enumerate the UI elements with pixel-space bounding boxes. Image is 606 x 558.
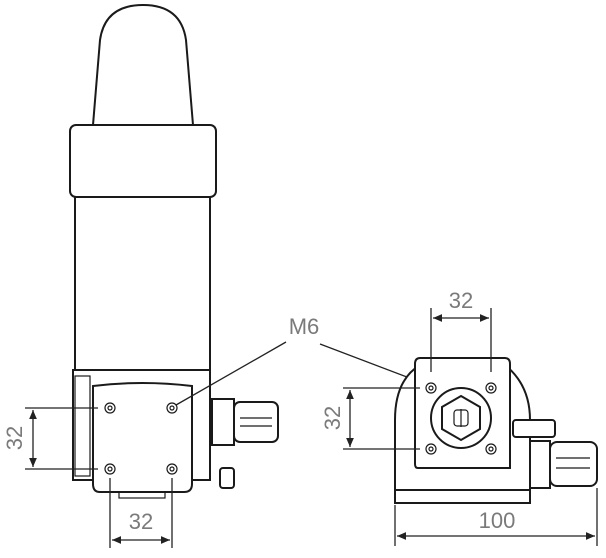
beacon-tube (74, 196, 211, 371)
cable-gland (211, 398, 279, 446)
left-dimensions: 32 32 (2, 407, 173, 548)
bracket-flange (74, 375, 91, 477)
left-vertical-dimension: 32 (2, 426, 27, 450)
thread-label: M6 (289, 314, 320, 339)
plate-foot (118, 491, 166, 499)
right-top-dimension: 32 (449, 288, 473, 313)
thread-callout: M6 (175, 314, 429, 406)
front-view (394, 357, 598, 504)
cable-gland (529, 440, 598, 489)
side-fitting (512, 419, 556, 438)
side-view (69, 3, 279, 499)
small-fitting (219, 467, 235, 489)
beacon-cap (69, 124, 217, 198)
screws (425, 382, 497, 455)
screws (104, 402, 178, 475)
mounting-plate (92, 382, 193, 493)
beacon-dome (91, 3, 195, 126)
right-dimensions: 32 32 100 (320, 288, 598, 546)
housing-base (394, 489, 531, 504)
right-vertical-dimension: 32 (320, 406, 345, 430)
left-horizontal-dimension: 32 (129, 509, 153, 534)
overall-width-dimension: 100 (479, 508, 516, 533)
